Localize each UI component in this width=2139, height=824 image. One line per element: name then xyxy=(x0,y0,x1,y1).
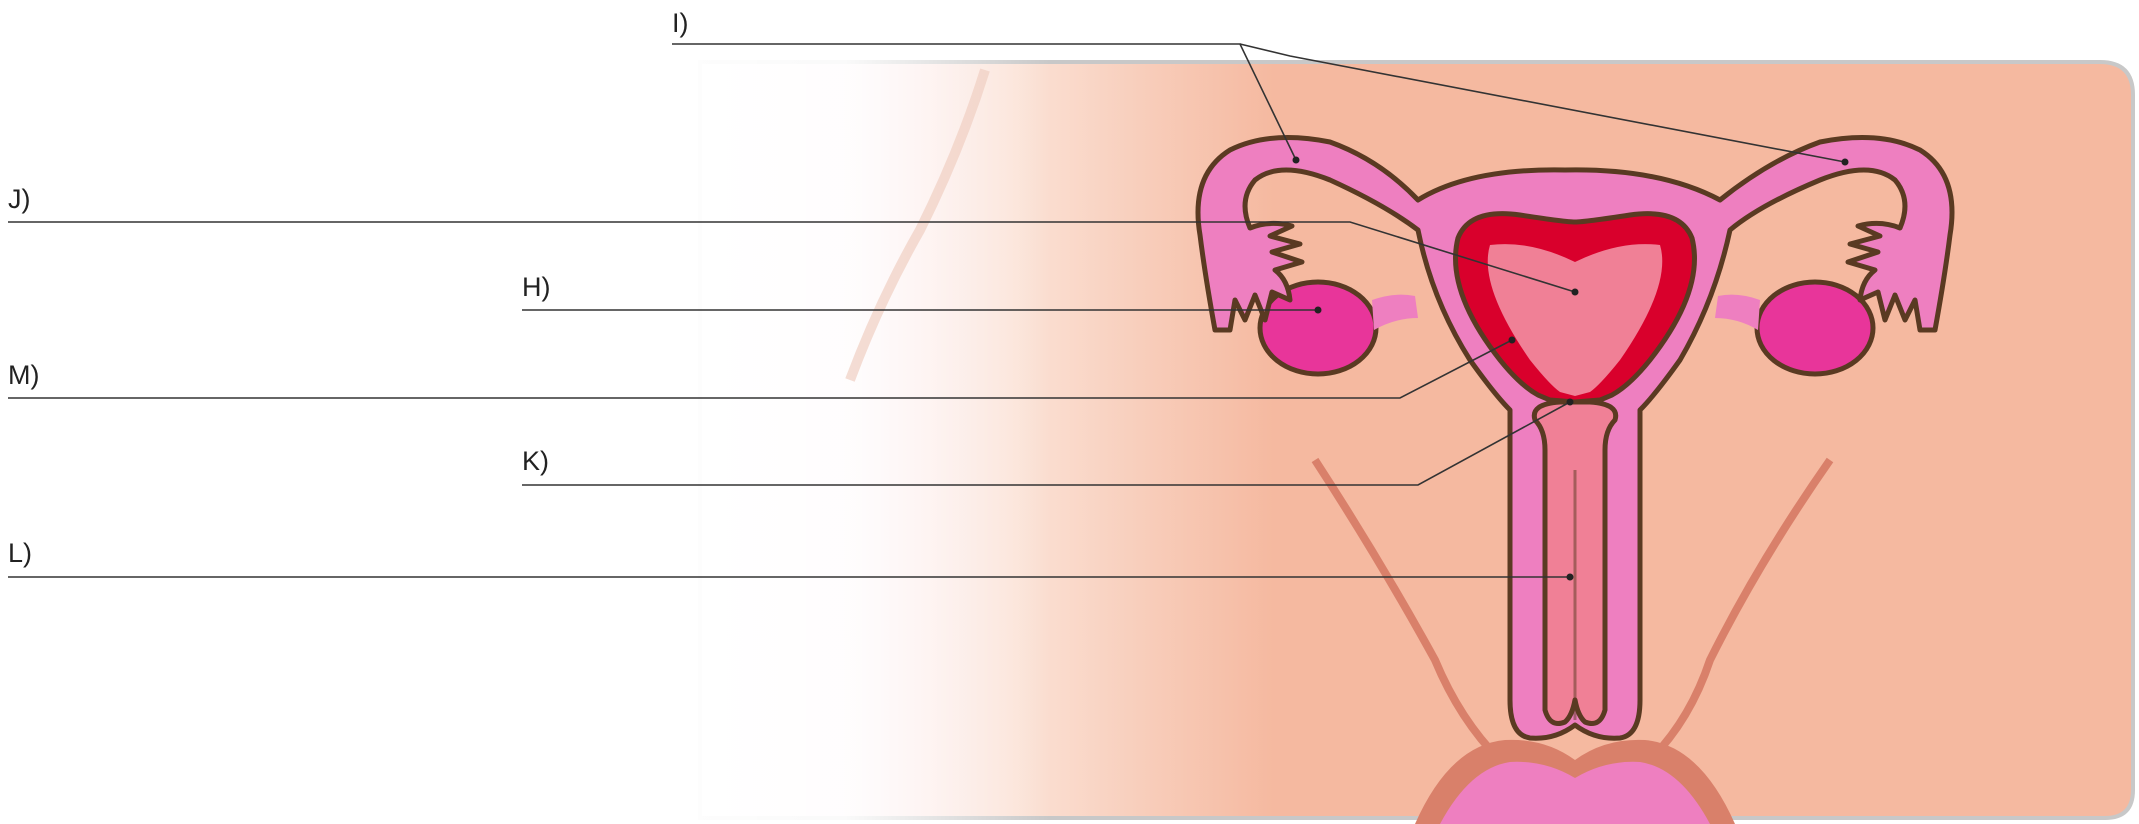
label-h: H) xyxy=(522,272,551,302)
leader-line-m xyxy=(8,340,1512,398)
label-l: L) xyxy=(8,538,32,568)
marker-i-right xyxy=(1842,159,1849,166)
label-k: K) xyxy=(522,446,549,476)
label-m: M) xyxy=(8,360,39,390)
marker-m xyxy=(1509,337,1516,344)
leader-line-i-branch xyxy=(1240,44,1845,162)
label-j: J) xyxy=(8,184,31,214)
leader-line-k xyxy=(522,402,1570,485)
leader-line-j xyxy=(8,222,1575,292)
marker-h xyxy=(1315,307,1322,314)
marker-k xyxy=(1567,399,1574,406)
marker-j xyxy=(1572,289,1579,296)
label-i: I) xyxy=(672,8,689,38)
marker-i-left xyxy=(1293,157,1300,164)
marker-l xyxy=(1567,574,1574,581)
leader-line-i xyxy=(672,44,1296,160)
